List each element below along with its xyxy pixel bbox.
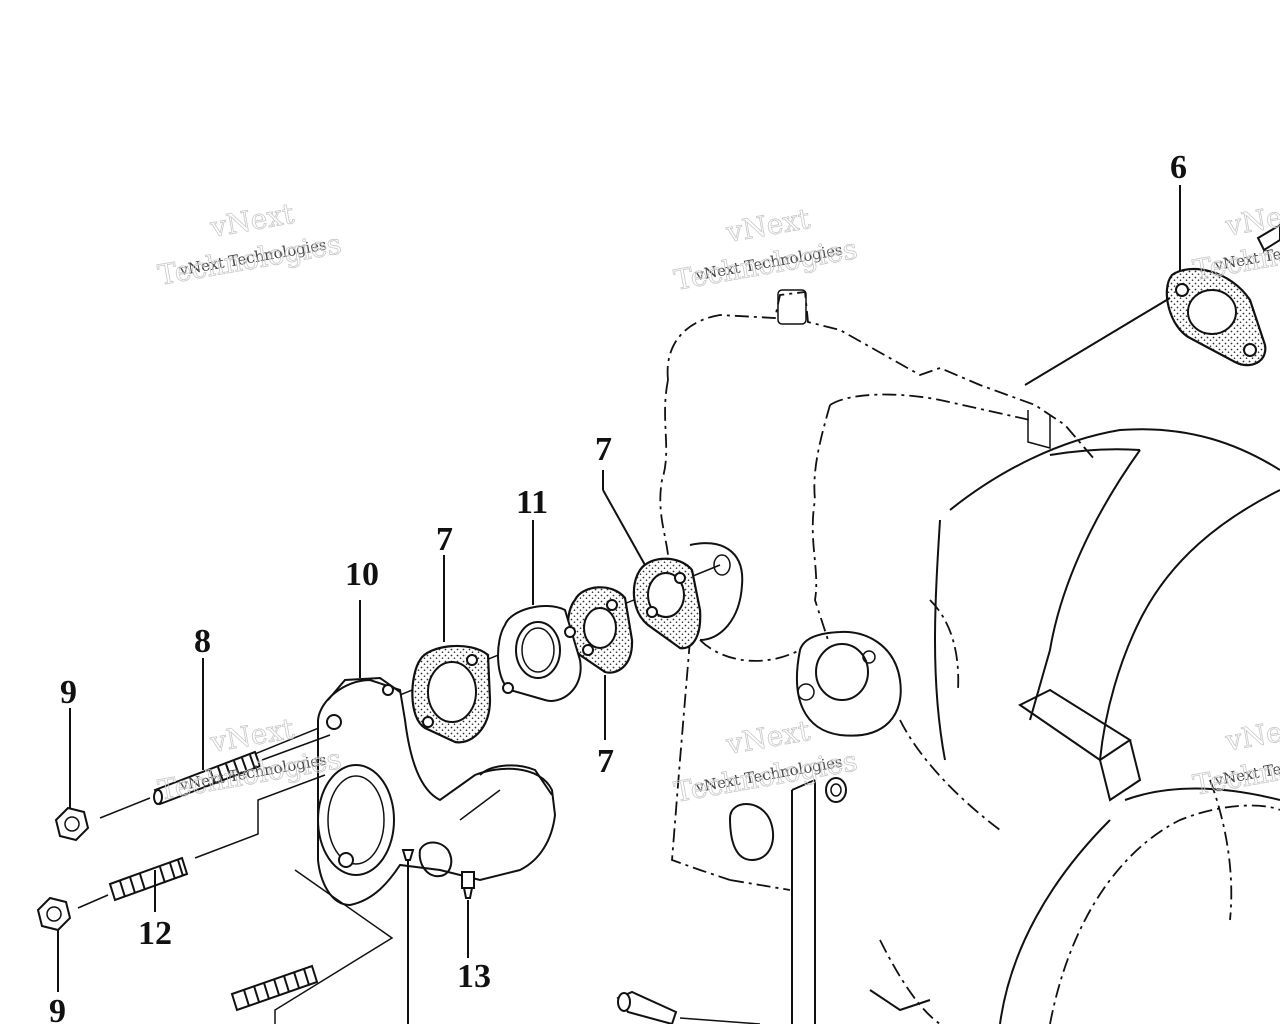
part-8-stud bbox=[153, 658, 331, 806]
callout-7-left: 7 bbox=[436, 521, 453, 558]
part-9-nut-upper bbox=[54, 708, 151, 842]
part-13-drain-nipple bbox=[461, 871, 475, 958]
callout-9-lower: 9 bbox=[49, 993, 66, 1024]
part-11-spacer bbox=[497, 520, 582, 702]
part-9-nut-lower bbox=[36, 894, 109, 992]
watermark-top-right: vNext vNext Technologies Technologies bbox=[1190, 195, 1280, 287]
bottom-fitting bbox=[616, 990, 761, 1024]
part-7-gasket-lower bbox=[411, 555, 492, 744]
part-12-stud bbox=[108, 774, 326, 912]
callout-9-upper: 9 bbox=[60, 674, 77, 711]
part-7-gasket-upper bbox=[602, 470, 744, 650]
callout-12: 12 bbox=[138, 915, 172, 952]
part-7-gasket-middle bbox=[566, 586, 634, 740]
engine-block bbox=[659, 289, 1280, 1024]
svg-text:vNext: vNext bbox=[1222, 710, 1280, 757]
callout-6: 6 bbox=[1170, 149, 1187, 186]
watermark-mid-right: vNext vNext Technologies Technologies bbox=[1190, 710, 1280, 802]
callout-7-lower: 7 bbox=[597, 743, 614, 780]
callout-8: 8 bbox=[194, 623, 211, 660]
callout-7-upper: 7 bbox=[595, 431, 612, 468]
part-6-gasket bbox=[1024, 185, 1280, 386]
watermark-top-center: vNext vNext Technologies Technologies bbox=[671, 201, 860, 297]
part-10-exhaust-manifold bbox=[317, 600, 557, 907]
callout-10: 10 bbox=[345, 556, 379, 593]
bottom-stud bbox=[230, 869, 394, 1024]
callout-13: 13 bbox=[457, 958, 491, 995]
callout-11: 11 bbox=[516, 484, 548, 521]
watermark-top-left: vNext vNext Technologies Technologies bbox=[155, 196, 344, 292]
